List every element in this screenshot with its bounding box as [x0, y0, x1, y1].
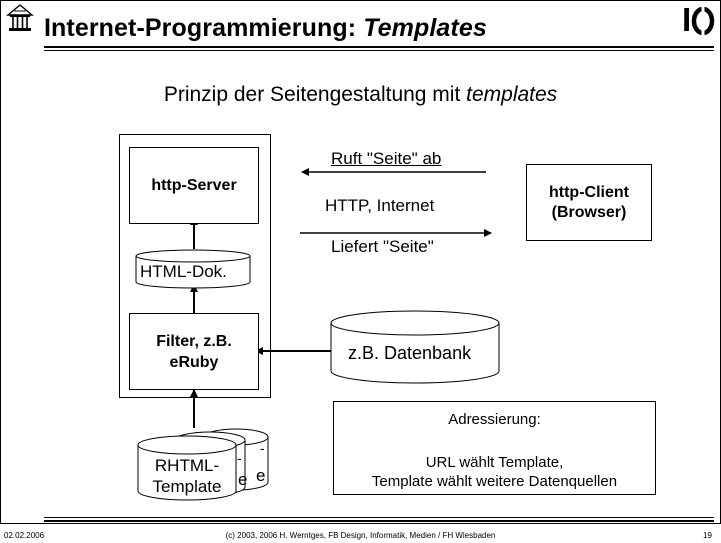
response-label: Liefert "Seite": [331, 237, 434, 256]
template-front-label: RHTML- Template: [138, 453, 236, 499]
http-client-label-line1: http-Client: [549, 183, 629, 201]
database-cylinder: [330, 310, 500, 384]
template-back2-fragment: -: [260, 440, 265, 456]
logo-letter: I: [682, 1, 692, 38]
http-server-label: http-Server: [151, 176, 237, 194]
footer-rule-thin: [44, 517, 714, 518]
logo-o-mark: [691, 7, 715, 35]
template-front-line1: RHTML-: [154, 456, 220, 475]
addressing-box: Adressierung: URL wählt Template, Templa…: [333, 401, 656, 495]
request-label: Ruft "Seite" ab: [331, 149, 442, 168]
filter-label-line1: Filter, z.B.: [156, 332, 232, 350]
http-client-box: http-Client (Browser): [526, 164, 652, 241]
addressing-line2: Template wählt weitere Datenquellen: [371, 473, 618, 490]
database-label: z.B. Datenbank: [348, 343, 472, 363]
header-rule-thick: [44, 46, 714, 48]
html-dok-cylinder: [135, 249, 251, 289]
http-server-box: http-Server: [129, 147, 259, 224]
addressing-line1: URL wählt Template,: [425, 454, 564, 471]
logo: I: [681, 1, 717, 38]
subtitle-emphasis: templates: [466, 83, 558, 106]
slide-subtitle: Prinzip der Seitengestaltung mit templat…: [0, 83, 721, 107]
template-back1-suffix: e: [238, 470, 248, 489]
template-front-line2: Template: [152, 477, 222, 496]
addressing-heading: Adressierung:: [448, 411, 541, 428]
footer-date: 02.02.2006: [4, 531, 45, 540]
html-dok-label: HTML-Dok.: [140, 262, 227, 281]
filter-box: Filter, z.B. eRuby: [129, 313, 259, 390]
template-back2-suffix: e: [256, 466, 266, 485]
page-title: Internet-Programmierung: Templates: [44, 14, 487, 43]
footer-page-number: 19: [703, 531, 712, 540]
server-container: [119, 134, 271, 398]
title-emphasis: Templates: [363, 14, 487, 42]
title-main: Internet-Programmierung:: [44, 14, 364, 42]
footer-rule-thick: [44, 520, 714, 522]
template-cylinder-front: [137, 435, 237, 501]
filter-label-line2: eRuby: [169, 353, 219, 371]
footer-credit: (c) 2003, 2006 H. Werntges, FB Design, I…: [225, 531, 496, 540]
http-client-label-line2: (Browser): [551, 203, 627, 221]
template-back1-fragment: -: [237, 450, 242, 466]
channel-label: HTTP, Internet: [325, 196, 435, 215]
subtitle-main: Prinzip der Seitengestaltung mit: [163, 83, 467, 106]
header-rule-thin: [44, 50, 714, 51]
house-icon: [6, 4, 34, 31]
